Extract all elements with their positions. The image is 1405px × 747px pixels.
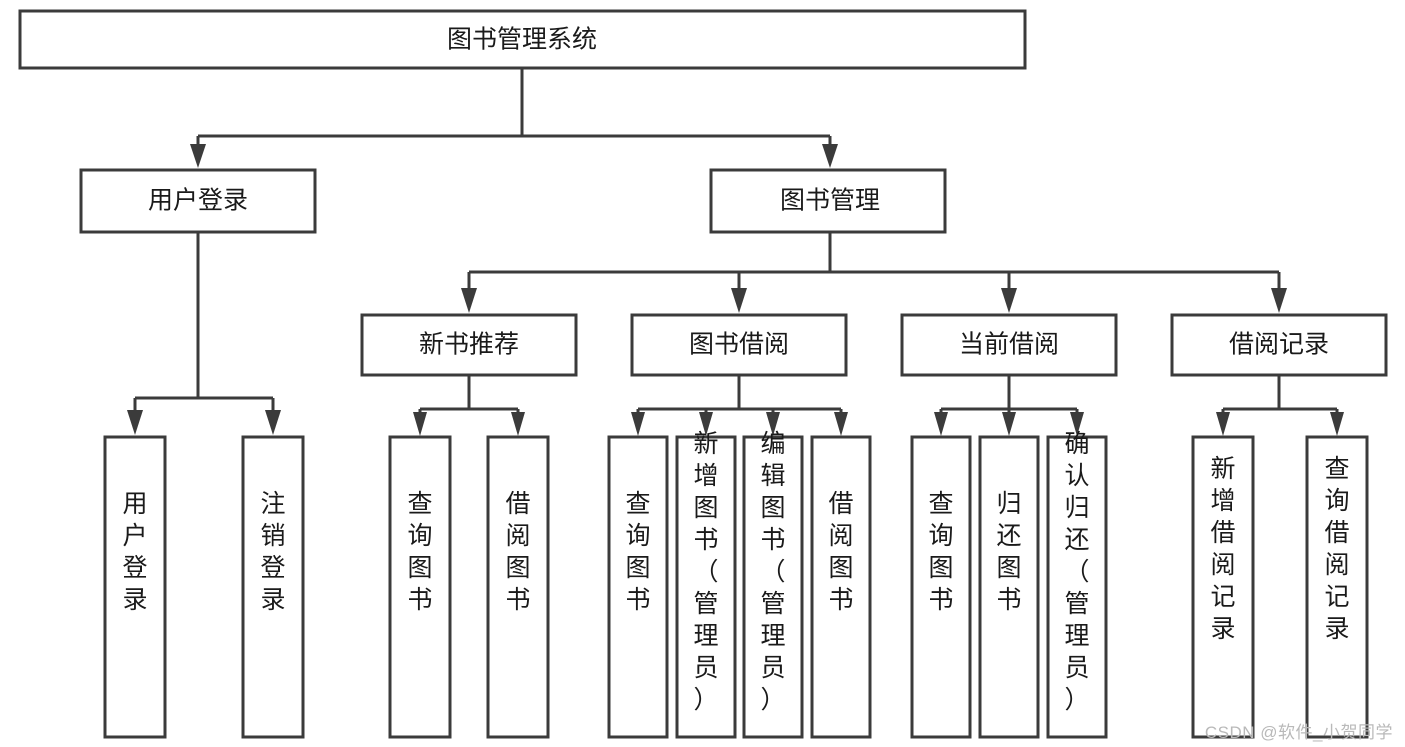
- arrow-to-leaf-logout: [265, 410, 281, 435]
- leaf-logout-label: 注销登录: [260, 490, 285, 614]
- arrow-bb-leaf-4: [834, 412, 848, 436]
- arrow-to-book-management: [822, 144, 838, 168]
- connector-new-book-recommend-trunk: [418, 375, 520, 416]
- node-borrow-record-box[interactable]: [1170, 313, 1388, 377]
- leaf-node[interactable]: 查询图书: [910, 435, 972, 739]
- leaf-node[interactable]: 归还图书: [978, 435, 1040, 739]
- leaf-node[interactable]: 借阅图书: [810, 435, 872, 739]
- node-root-label: 图书管理系统: [447, 26, 597, 54]
- node-current-borrow[interactable]: 当前借阅: [900, 313, 1118, 377]
- leaf-cb-query-book-label: 查询图书: [928, 490, 953, 614]
- leaf-bb-add-book-label: 新增图书（管理员）: [693, 430, 718, 714]
- node-book-management-box[interactable]: [709, 168, 947, 234]
- arrow-to-book-borrow: [731, 288, 747, 313]
- leaf-nbr-borrow-book-label: 借阅图书: [505, 490, 530, 614]
- node-user-login-label: 用户登录: [148, 187, 248, 215]
- connector-book-management-trunk: [467, 232, 1281, 288]
- leaf-cb-return-book-box[interactable]: [978, 435, 1040, 739]
- node-current-borrow-box[interactable]: [900, 313, 1118, 377]
- leaf-bb-edit-book-box[interactable]: [742, 435, 804, 739]
- leaf-user-login-label: 用户登录: [122, 490, 147, 614]
- leaf-cb-confirm-return-box[interactable]: [1046, 435, 1108, 739]
- node-new-book-recommend[interactable]: 新书推荐: [360, 313, 578, 377]
- arrow-cb-leaf-3: [1070, 412, 1084, 436]
- leaf-br-query-record-label: 查询借阅记录: [1324, 455, 1349, 643]
- arrow-cb-leaf-2: [1002, 412, 1016, 436]
- node-book-borrow-label: 图书借阅: [689, 331, 789, 359]
- arrow-bb-leaf-2: [699, 412, 713, 436]
- leaf-nbr-query-book-label: 查询图书: [407, 490, 432, 614]
- leaf-cb-confirm-return-label: 确认归还（管理员）: [1064, 430, 1089, 714]
- connector-user-login-trunk: [133, 232, 275, 412]
- arrow-nbr-leaf-1: [413, 412, 427, 436]
- node-book-management-label: 图书管理: [780, 187, 880, 215]
- node-book-borrow[interactable]: 图书借阅: [630, 313, 848, 377]
- leaf-node[interactable]: 编辑图书（管理员）: [742, 430, 804, 739]
- leaf-br-query-record-box[interactable]: [1305, 435, 1369, 739]
- connector-root-trunk: [196, 68, 832, 152]
- leaf-node[interactable]: 借阅图书: [486, 435, 550, 739]
- connector-current-borrow-trunk: [939, 375, 1079, 416]
- arrow-br-leaf-2: [1330, 412, 1344, 436]
- arrow-to-leaf-user-login: [127, 410, 143, 435]
- arrow-bb-leaf-3: [766, 412, 780, 436]
- node-root-box[interactable]: [18, 9, 1027, 70]
- leaf-user-login-box[interactable]: [103, 435, 167, 739]
- leaf-cb-return-book-label: 归还图书: [996, 490, 1021, 614]
- arrow-br-leaf-1: [1216, 412, 1230, 436]
- leaf-node[interactable]: 注销登录: [241, 435, 305, 739]
- connector-layer: [127, 68, 1344, 436]
- node-new-book-recommend-label: 新书推荐: [419, 331, 519, 359]
- leaf-br-add-record-box[interactable]: [1191, 435, 1255, 739]
- leaf-node[interactable]: 查询借阅记录: [1305, 435, 1369, 739]
- arrow-nbr-leaf-2: [511, 412, 525, 436]
- leaf-nbr-query-book-box[interactable]: [388, 435, 452, 739]
- leaf-bb-borrow-book-box[interactable]: [810, 435, 872, 739]
- node-user-login-box[interactable]: [79, 168, 317, 234]
- arrow-to-user-login: [190, 144, 206, 168]
- leaf-bb-query-book-box[interactable]: [607, 435, 669, 739]
- leaf-bb-borrow-book-label: 借阅图书: [828, 490, 853, 614]
- leaf-node[interactable]: 确认归还（管理员）: [1046, 430, 1108, 739]
- arrow-to-current-borrow: [1001, 288, 1017, 313]
- leaf-node[interactable]: 查询图书: [607, 435, 669, 739]
- node-new-book-recommend-box[interactable]: [360, 313, 578, 377]
- arrow-to-new-book-recommend: [461, 288, 477, 313]
- leaf-node[interactable]: 用户登录: [103, 435, 167, 739]
- leaf-bb-edit-book-label: 编辑图书（管理员）: [760, 430, 785, 714]
- arrow-cb-leaf-1: [934, 412, 948, 436]
- leaf-logout-box[interactable]: [241, 435, 305, 739]
- leaf-cb-query-book-box[interactable]: [910, 435, 972, 739]
- arrow-bb-leaf-1: [631, 412, 645, 436]
- node-borrow-record[interactable]: 借阅记录: [1170, 313, 1388, 377]
- leaf-node[interactable]: 查询图书: [388, 435, 452, 739]
- leaf-nbr-borrow-book-box[interactable]: [486, 435, 550, 739]
- arrow-to-borrow-record: [1271, 288, 1287, 313]
- leaf-bb-query-book-label: 查询图书: [625, 490, 650, 614]
- leaf-br-add-record-label: 新增借阅记录: [1210, 455, 1235, 643]
- leaf-bb-add-book-box[interactable]: [675, 435, 737, 739]
- node-user-login[interactable]: 用户登录: [79, 168, 317, 234]
- node-book-management[interactable]: 图书管理: [709, 168, 947, 234]
- leaf-node[interactable]: 新增图书（管理员）: [675, 430, 737, 739]
- connector-borrow-record-trunk: [1221, 375, 1339, 416]
- leaf-node[interactable]: 新增借阅记录: [1191, 435, 1255, 739]
- connector-book-borrow-trunk: [636, 375, 843, 416]
- node-borrow-record-label: 借阅记录: [1229, 331, 1329, 359]
- node-book-borrow-box[interactable]: [630, 313, 848, 377]
- node-current-borrow-label: 当前借阅: [959, 331, 1059, 359]
- node-root[interactable]: 图书管理系统: [18, 9, 1027, 70]
